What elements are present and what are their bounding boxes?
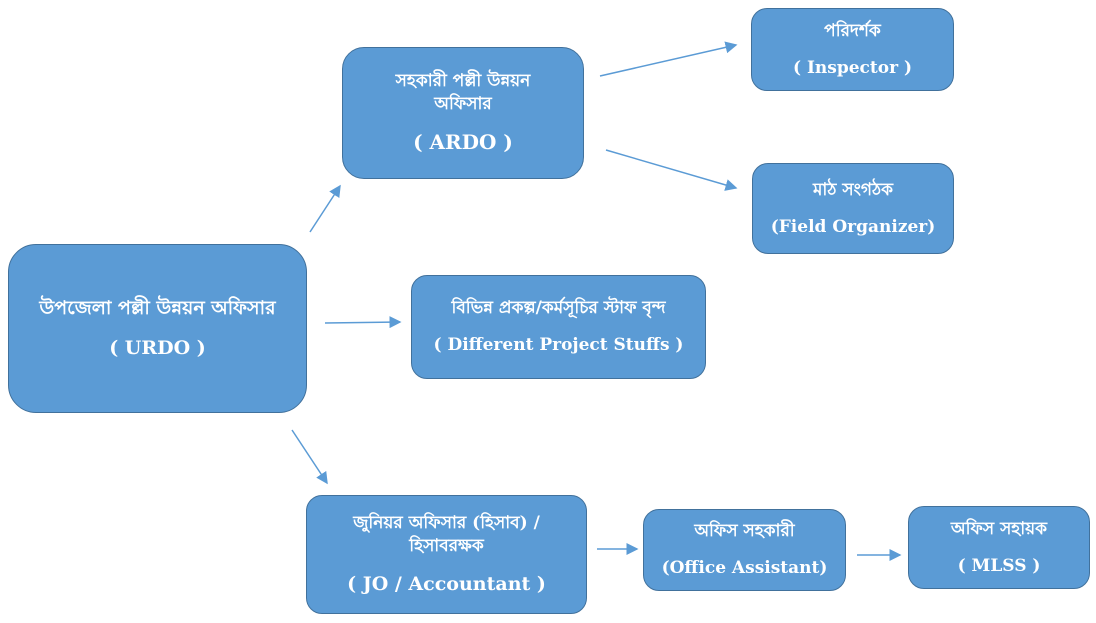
node-ardo: সহকারী পল্লী উন্নয়ন অফিসার ( ARDO ) — [342, 47, 584, 179]
node-office-assistant-en: (Office Assistant) — [661, 558, 828, 578]
node-inspector: পরিদর্শক ( Inspector ) — [751, 8, 954, 91]
node-urdo-en: ( URDO ) — [109, 336, 206, 359]
node-field-organizer: মাঠ সংগঠক (Field Organizer) — [752, 163, 954, 254]
node-field-organizer-en: (Field Organizer) — [770, 216, 936, 237]
node-jo-en: ( JO / Accountant ) — [347, 572, 546, 595]
node-jo: জুনিয়র অফিসার (হিসাব) / হিসাবরক্ষক ( JO… — [306, 495, 587, 614]
node-mlss: অফিস সহায়ক ( MLSS ) — [908, 506, 1090, 589]
node-ardo-en: ( ARDO ) — [413, 130, 513, 155]
node-inspector-en: ( Inspector ) — [792, 57, 912, 78]
node-office-assistant-bn: অফিস সহকারী — [694, 521, 795, 542]
node-project-staff: বিভিন্ন প্রকল্প/কর্মসূচির স্টাফ বৃন্দ ( … — [411, 275, 706, 379]
arrow-urdo-jo — [291, 429, 328, 485]
arrow-urdo-ardo — [309, 184, 341, 233]
node-urdo: উপজেলা পল্লী উন্নয়ন অফিসার ( URDO ) — [8, 244, 307, 413]
arrow-urdo-project — [324, 316, 402, 329]
node-office-assistant: অফিস সহকারী (Office Assistant) — [643, 509, 846, 591]
node-project-staff-en: ( Different Project Stuffs ) — [433, 335, 684, 355]
node-project-staff-bn: বিভিন্ন প্রকল্প/কর্মসূচির স্টাফ বৃন্দ — [451, 298, 666, 319]
node-mlss-bn: অফিস সহায়ক — [950, 518, 1048, 539]
node-jo-bn: জুনিয়র অফিসার (হিসাব) / হিসাবরক্ষক — [353, 512, 540, 556]
node-mlss-en: ( MLSS ) — [957, 555, 1041, 576]
node-field-organizer-bn: মাঠ সংগঠক — [812, 179, 894, 200]
node-inspector-bn: পরিদর্শক — [824, 20, 881, 41]
node-ardo-bn: সহকারী পল্লী উন্নয়ন অফিসার — [395, 70, 531, 114]
node-urdo-bn: উপজেলা পল্লী উন্নয়ন অফিসার — [39, 296, 276, 319]
arrow-ardo-inspector — [599, 41, 738, 77]
arrow-ardo-field — [605, 149, 738, 191]
